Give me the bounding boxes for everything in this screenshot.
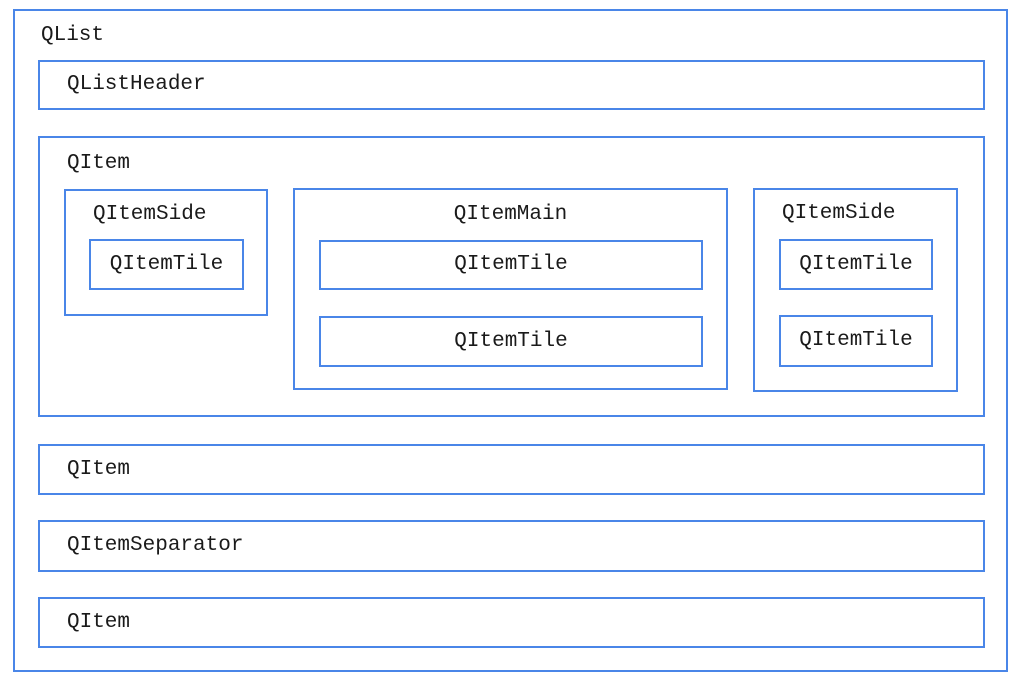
qitemtile-label: QItemTile <box>454 329 568 353</box>
qitemside-right-box: QItemSide QItemTile QItemTile <box>753 188 958 392</box>
qitemtile-box: QItemTile <box>319 240 703 290</box>
qitem-row-box: QItem <box>38 597 985 648</box>
qitem-row-box: QItem <box>38 444 985 495</box>
qitemtile-box: QItemTile <box>779 239 933 290</box>
qitemtile-box: QItemTile <box>89 239 244 290</box>
qitemtile-label: QItemTile <box>799 329 913 352</box>
qitemtile-box: QItemTile <box>779 315 933 367</box>
qlistheader-box: QListHeader <box>38 60 985 110</box>
qitemtile-label: QItemTile <box>109 252 224 276</box>
qitemseparator-box: QItemSeparator <box>38 520 985 572</box>
qlist-box: QList QListHeader QItem QItemSide QItemT… <box>13 9 1008 672</box>
qitem-row-label: QItem <box>67 610 131 634</box>
qitemtile-label: QItemTile <box>454 253 568 276</box>
qitemside-right-label: QItemSide <box>782 202 896 225</box>
qitemside-left-label: QItemSide <box>93 203 207 226</box>
qitem-row-label: QItem <box>67 457 131 481</box>
qitemmain-label: QItemMain <box>453 203 568 226</box>
qlistheader-label: QListHeader <box>67 73 206 96</box>
qitemtile-box: QItemTile <box>319 316 703 367</box>
qitem-expanded-label: QItem <box>67 152 131 175</box>
qitemmain-box: QItemMain QItemTile QItemTile <box>293 188 728 390</box>
qitemside-left-box: QItemSide QItemTile <box>64 189 268 316</box>
qitem-expanded-box: QItem QItemSide QItemTile QItemMain QIte… <box>38 136 985 417</box>
qlist-label: QList <box>41 24 105 47</box>
qitemseparator-label: QItemSeparator <box>67 534 244 557</box>
qitemtile-label: QItemTile <box>799 252 913 276</box>
